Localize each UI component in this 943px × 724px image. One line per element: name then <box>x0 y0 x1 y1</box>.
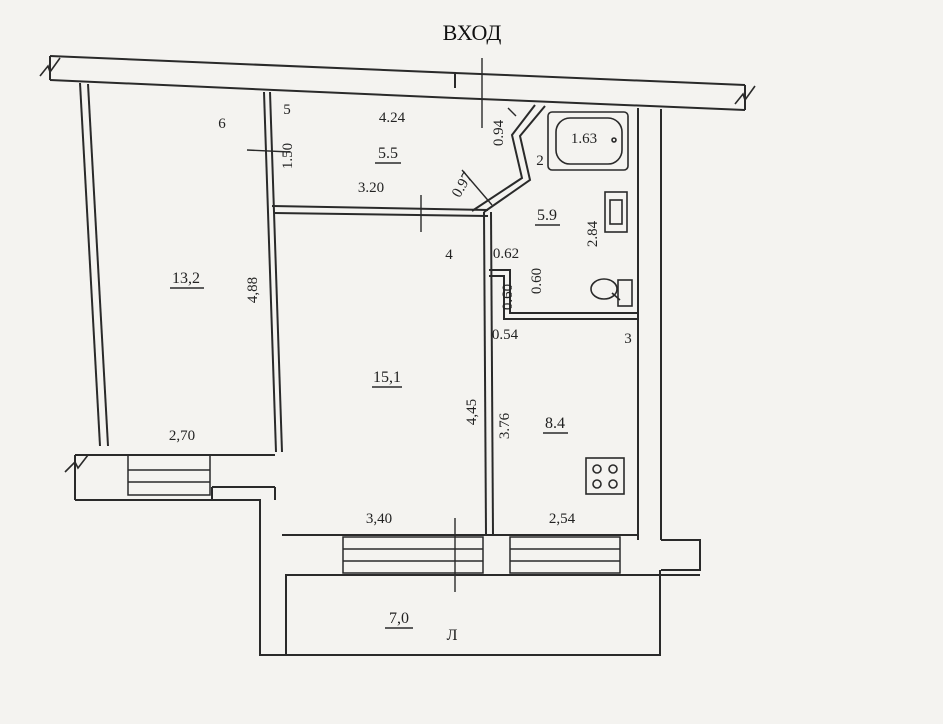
bottom-left-wall <box>64 454 661 656</box>
partition-room-4-3 <box>483 211 494 536</box>
bottom-wall-room-4 <box>282 534 700 655</box>
room-3-width: 2,54 <box>549 511 576 527</box>
room-3-area-text: 8.4 <box>545 415 565 432</box>
partition-room-6 <box>263 91 283 453</box>
door-ticks <box>246 58 517 592</box>
right-outer-wall <box>637 108 701 571</box>
balcony-letter: Л <box>447 627 458 644</box>
room-4-area-text: 15,1 <box>373 369 401 386</box>
room-4-width: 3,40 <box>366 511 392 527</box>
room-5-inner-width: 3.20 <box>358 180 384 196</box>
top-outer-wall <box>39 55 756 111</box>
partition-room-5-4 <box>271 205 489 217</box>
wc-width-top: 0.62 <box>493 246 519 262</box>
room-5-area-text: 5.5 <box>378 145 398 162</box>
bathroom-diagonal-wall <box>471 104 546 213</box>
room-6-area: 13,2 <box>170 270 204 289</box>
room-5-width: 4.24 <box>379 110 406 126</box>
door-width-a: 0.94 <box>491 119 507 146</box>
room-4-number: 4 <box>445 247 453 263</box>
room-3-length: 3.76 <box>497 412 513 439</box>
toilet-icon <box>590 278 633 307</box>
bathtub-length: 1.63 <box>571 131 597 147</box>
door-width-b: 0.97 <box>449 169 476 200</box>
balcony-area: 7,0 <box>385 610 413 629</box>
room-2-number: 2 <box>536 153 544 169</box>
entrance-title: ВХОД <box>443 20 502 45</box>
room-6-number: 6 <box>218 116 226 132</box>
stove-icon <box>585 457 625 495</box>
sink-icon <box>604 191 628 233</box>
wc-partition <box>489 269 638 320</box>
room-6-area-text: 13,2 <box>172 270 200 287</box>
room-2-length: 2.84 <box>585 220 601 247</box>
room-3-number: 3 <box>624 331 632 347</box>
balcony-area-text: 7,0 <box>389 610 409 627</box>
room-5-area: 5.5 <box>375 145 401 164</box>
wc-height-left: 0.60 <box>500 284 516 310</box>
bathtub-icon <box>547 111 629 171</box>
wc-width-bottom: 0.54 <box>492 327 519 343</box>
room-2-area: 5.9 <box>535 207 560 226</box>
room-6-length: 4,88 <box>245 277 261 303</box>
room-4-area: 15,1 <box>372 369 402 388</box>
wc-height-right: 0.60 <box>529 268 545 294</box>
window-room-6 <box>127 454 211 496</box>
window-room-4 <box>342 536 484 574</box>
room-4-length: 4,45 <box>464 399 480 425</box>
left-outer-wall <box>79 82 109 447</box>
room-5-number: 5 <box>283 102 291 118</box>
window-room-3 <box>509 536 621 574</box>
room-6-width: 2,70 <box>169 428 195 444</box>
room-3-area: 8.4 <box>543 415 568 434</box>
room-2-area-text: 5.9 <box>537 207 557 224</box>
room-5-length: 1.50 <box>280 143 296 169</box>
